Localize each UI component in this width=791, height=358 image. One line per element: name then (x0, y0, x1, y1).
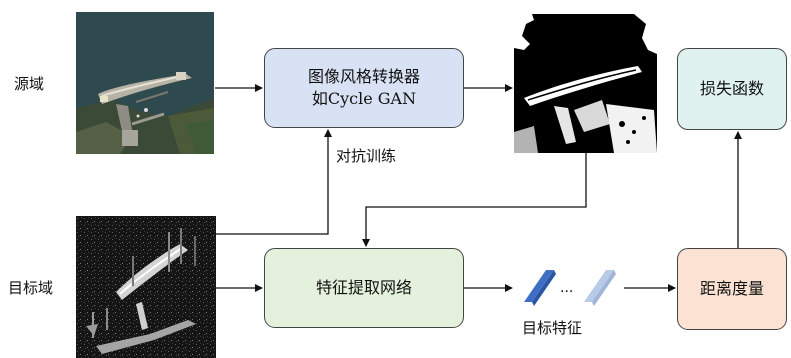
arrow-output-to-extractor (362, 153, 587, 247)
feature-vector-light (584, 270, 616, 306)
target-sar-image (76, 216, 216, 358)
arrow-target-to-style (215, 129, 332, 235)
style-transfer-label-line1: 图像风格转换器 (307, 67, 420, 86)
source-domain-label: 源域 (14, 75, 45, 93)
target-features-label: 目标特征 (522, 319, 583, 337)
transferred-image (514, 14, 657, 153)
distance-metric-box: 距离度量 (677, 248, 787, 330)
style-transfer-box: 图像风格转换器 如Cycle GAN (264, 48, 464, 128)
feature-extractor-label: 特征提取网络 (315, 278, 412, 297)
feature-vector-dark (524, 270, 556, 306)
feature-extractor-box: 特征提取网络 (264, 248, 464, 328)
style-transfer-label-line2: 如Cycle GAN (311, 89, 417, 108)
loss-function-box: 损失函数 (677, 48, 787, 130)
feature-ellipsis: ... (560, 280, 574, 296)
target-domain-label: 目标域 (8, 279, 54, 297)
distance-metric-label: 距离度量 (699, 279, 764, 298)
source-optical-image (76, 12, 214, 154)
adversarial-training-label: 对抗训练 (336, 147, 397, 165)
loss-function-label: 损失函数 (699, 79, 764, 98)
